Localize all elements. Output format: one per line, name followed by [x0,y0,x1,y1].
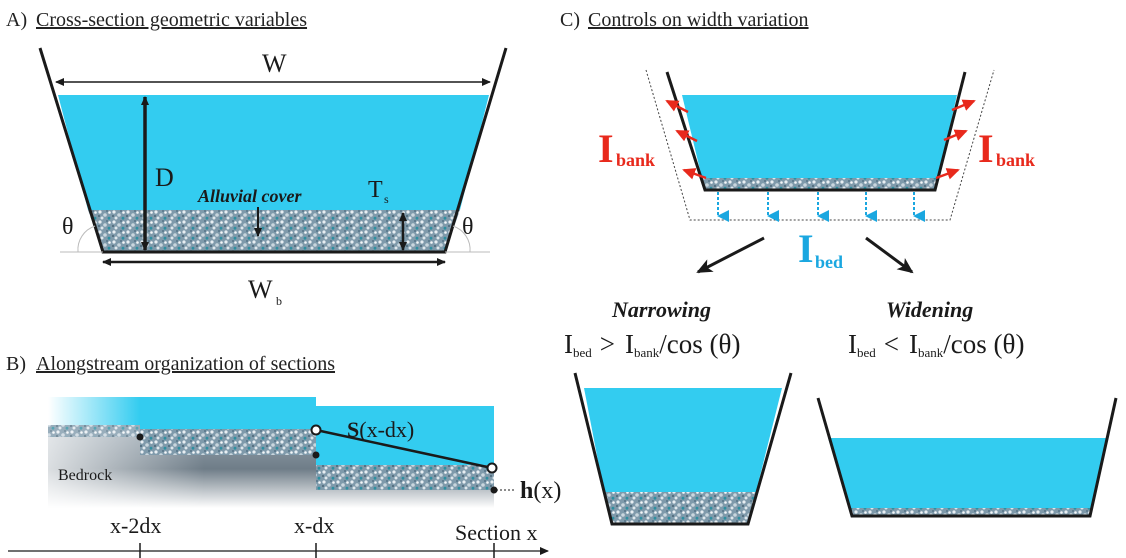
control-sediment [702,178,938,190]
bank-erosion-label-right: I [978,126,994,171]
branch-arrow-widening [865,236,914,274]
axis-tick-label-3: Section x [455,520,538,545]
bank-arrow-right-top [951,99,976,112]
angle-arc-right [452,225,471,253]
bed-node-3 [490,486,498,494]
axis-tick-label-1: x-2dx [110,513,161,538]
bedrock-label: Bedrock [58,467,112,484]
narrowing-lhs: I [564,329,573,359]
bank-arrow-right-bottom [935,168,960,180]
panel-c: C) Controls on width variation I bank I … [560,9,1118,526]
panel-b: B) Alongstream organization of sections … [6,353,561,558]
widening-condition: Ibed < Ibank/cos (θ) [848,329,1024,360]
narrowing-lhs-sub: bed [573,345,592,360]
sediment-step-3 [316,465,494,490]
widening-lhs: I [848,329,857,359]
narrowing-rhs: I [625,329,634,359]
slope-label: S(x-dx) [347,417,414,442]
alluvial-cover-layer [88,210,460,252]
water-step-2 [140,397,316,429]
widening-lhs-sub: bed [857,345,876,360]
angle-label-left: θ [62,214,74,240]
widening-rhs-sub: bank [918,345,944,360]
widening-sediment [850,508,1092,516]
width-label: W [262,49,287,78]
widening-title: Widening [886,297,973,322]
branch-arrow-narrowing [696,236,765,274]
panel-c-title: Controls on width variation [588,9,809,31]
bank-erosion-sub-left: bank [616,150,655,170]
panel-a: A) Cross-section geometric variables W D… [6,9,508,308]
bank-arrow-left-bottom [682,168,707,180]
bed-width-label: W [248,275,273,304]
thickness-subscript: s [384,192,389,206]
control-water [682,95,957,178]
sediment-step-1 [48,425,140,437]
panel-c-letter: C) [560,9,580,31]
slope-point-downstream [486,462,498,474]
slope-point-upstream [310,424,322,436]
narrowing-condition: Ibed > Ibank/cos (θ) [564,329,740,360]
water-step-1 [48,397,140,425]
height-label-rest: (x) [533,478,561,504]
slope-label-rest: (x-dx) [359,417,414,442]
widening-water [828,438,1107,508]
panel-a-letter: A) [6,9,27,31]
narrowing-water [584,388,782,492]
widening-operator: < [884,329,899,359]
channel-water [58,95,489,210]
channel-banks [38,47,508,254]
angle-label-right: θ [462,214,474,240]
bed-erosion-label: I [798,226,814,271]
narrowing-rhs-rest: /cos (θ) [659,329,740,359]
axis-tick-label-2: x-dx [294,513,334,538]
bank-arrow-left-top [665,99,689,114]
narrowing-sediment [604,492,756,524]
height-label-bold: h [520,478,533,504]
bank-erosion-sub-right: bank [996,150,1035,170]
widening-rhs: I [909,329,918,359]
narrowing-title: Narrowing [611,297,711,322]
slope-line [315,428,493,470]
alluvial-cover-label: Alluvial cover [197,186,302,206]
widening-rhs-rest: /cos (θ) [943,329,1024,359]
bed-erosion-sub: bed [815,252,843,272]
panel-a-title: Cross-section geometric variables [36,9,307,31]
narrowing-operator: > [600,329,615,359]
angle-arc-left [77,225,96,253]
bed-width-subscript: b [276,294,282,308]
panel-b-letter: B) [6,353,26,375]
bank-arrow-right-mid [943,129,968,142]
slope-label-bold: S [347,417,359,442]
widening-banks [816,397,1118,518]
depth-label: D [155,163,174,192]
narrowing-banks [573,372,793,526]
height-label: h(x) [520,478,561,504]
bed-node-2 [312,451,320,459]
panel-b-title: Alongstream organization of sections [36,353,335,375]
bank-arrow-left-mid [675,129,698,143]
bed-node-1 [136,433,144,441]
thickness-label: T [368,177,383,203]
bank-erosion-label-left: I [598,126,614,171]
sediment-step-2 [140,429,316,455]
narrowing-rhs-sub: bank [634,345,660,360]
